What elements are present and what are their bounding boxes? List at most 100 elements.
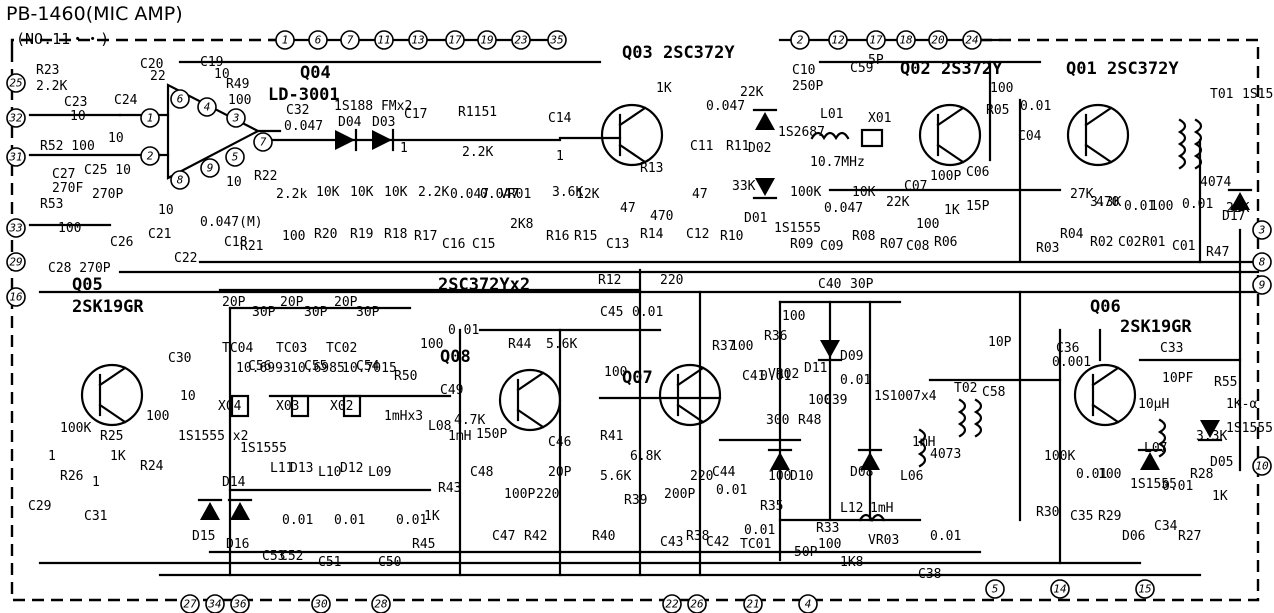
svg-text:VR03: VR03 — [868, 533, 899, 548]
svg-text:0.01: 0.01 — [1020, 99, 1051, 114]
svg-text:30P: 30P — [356, 305, 380, 320]
pin-29: 29 — [6, 252, 26, 272]
transistor-q03 — [600, 103, 664, 167]
pin-right-10: 10 — [1252, 456, 1272, 476]
svg-text:C54: C54 — [356, 359, 380, 374]
svg-text:R21: R21 — [240, 239, 263, 254]
svg-text:L01: L01 — [820, 107, 843, 122]
coil-l01 — [810, 131, 850, 141]
svg-text:R10: R10 — [720, 229, 743, 244]
svg-text:D05: D05 — [1210, 455, 1233, 470]
svg-text:C53: C53 — [262, 549, 285, 564]
pin-top-35: 35 — [547, 30, 567, 50]
svg-text:10.6985: 10.6985 — [290, 361, 345, 376]
svg-text:26: 26 — [690, 598, 704, 611]
pin-top-18: 18 — [896, 30, 916, 50]
svg-text:9: 9 — [1259, 279, 1266, 292]
diode-d02 — [752, 108, 778, 130]
svg-text:100P: 100P — [504, 487, 535, 502]
svg-text:6: 6 — [177, 93, 184, 106]
label-q07: Q07 — [622, 368, 653, 388]
svg-text:0.01: 0.01 — [930, 529, 961, 544]
label-q06-type: 2SK19GR — [1120, 317, 1192, 337]
svg-text:1: 1 — [556, 149, 564, 164]
svg-text:R18: R18 — [384, 227, 407, 242]
svg-text:3: 3 — [1258, 224, 1266, 237]
opamp-pin-9: 9 — [200, 158, 220, 178]
svg-text:27: 27 — [183, 598, 197, 611]
svg-text:47: 47 — [620, 201, 636, 216]
schematic-title: PB-1460(MIC AMP) — [6, 3, 183, 25]
svg-text:C29: C29 — [28, 499, 51, 514]
svg-text:R07: R07 — [880, 237, 903, 252]
svg-text:C25 10: C25 10 — [84, 163, 131, 178]
pin-top-19: 19 — [477, 30, 497, 50]
svg-text:0.01: 0.01 — [760, 369, 791, 384]
opamp-pin-7: 7 — [253, 132, 273, 152]
svg-text:R50: R50 — [394, 369, 417, 384]
svg-text:R09: R09 — [790, 237, 813, 252]
pin-bottom-21: 21 — [743, 594, 763, 613]
pin-bottom-34: 34 — [205, 594, 225, 613]
svg-text:30P: 30P — [304, 305, 328, 320]
svg-text:C51: C51 — [318, 555, 341, 570]
svg-text:R06: R06 — [934, 235, 957, 250]
svg-text:15: 15 — [1138, 583, 1151, 596]
svg-text:4.7K: 4.7K — [454, 413, 485, 428]
svg-text:0.01: 0.01 — [282, 513, 313, 528]
svg-text:4: 4 — [805, 598, 812, 611]
svg-text:R17: R17 — [414, 229, 437, 244]
svg-text:100: 100 — [228, 93, 251, 108]
svg-text:C33: C33 — [1160, 341, 1183, 356]
diode-d11 — [817, 340, 843, 362]
svg-text:D10: D10 — [790, 469, 813, 484]
svg-text:C38: C38 — [918, 567, 941, 582]
svg-text:R16: R16 — [546, 229, 569, 244]
svg-text:C45: C45 — [600, 305, 623, 320]
svg-text:L10: L10 — [318, 465, 341, 480]
svg-text:100K: 100K — [790, 185, 821, 200]
svg-text:0.01: 0.01 — [1182, 197, 1213, 212]
svg-text:32: 32 — [8, 112, 23, 125]
svg-text:5: 5 — [232, 151, 239, 164]
svg-text:100K: 100K — [1044, 449, 1075, 464]
pin-top-1: 1 — [275, 30, 295, 50]
pin-top-24: 24 — [962, 30, 982, 50]
pin-bottom-36: 36 — [230, 594, 250, 613]
svg-text:R37: R37 — [712, 339, 735, 354]
svg-text:0.01: 0.01 — [1124, 199, 1155, 214]
pin-top-7: 7 — [340, 30, 360, 50]
pin-32: 32 — [6, 108, 26, 128]
svg-text:10: 10 — [70, 109, 86, 124]
pin-top-13: 13 — [408, 30, 428, 50]
transistor-q05 — [80, 363, 144, 427]
svg-text:1K: 1K — [1212, 489, 1228, 504]
svg-text:C32: C32 — [286, 103, 309, 118]
svg-text:1K-α: 1K-α — [1226, 397, 1257, 412]
pin-bottom-14: 14 — [1050, 579, 1070, 599]
transistor-q02 — [918, 103, 982, 167]
svg-text:12: 12 — [831, 34, 845, 47]
svg-text:1K: 1K — [944, 203, 960, 218]
svg-text:R43: R43 — [438, 481, 461, 496]
pin-top-23: 23 — [511, 30, 531, 50]
svg-text:0.047: 0.047 — [450, 187, 489, 202]
svg-text:30P: 30P — [252, 305, 276, 320]
svg-text:270P: 270P — [92, 187, 123, 202]
svg-text:R44: R44 — [508, 337, 532, 352]
svg-text:D12: D12 — [340, 461, 363, 476]
svg-text:13: 13 — [411, 34, 424, 47]
svg-text:R48: R48 — [798, 413, 821, 428]
svg-text:R11: R11 — [726, 139, 749, 154]
svg-text:1mH: 1mH — [870, 501, 893, 516]
svg-text:C08: C08 — [906, 239, 929, 254]
svg-text:R24: R24 — [140, 459, 164, 474]
svg-text:C26: C26 — [110, 235, 133, 250]
svg-text:L07: L07 — [1144, 441, 1167, 456]
svg-text:10PF: 10PF — [1162, 371, 1193, 386]
svg-text:R13: R13 — [640, 161, 663, 176]
svg-text:R45: R45 — [412, 537, 435, 552]
crystal-x01 — [860, 128, 884, 148]
svg-text:7: 7 — [347, 34, 354, 47]
svg-text:220: 220 — [536, 487, 559, 502]
